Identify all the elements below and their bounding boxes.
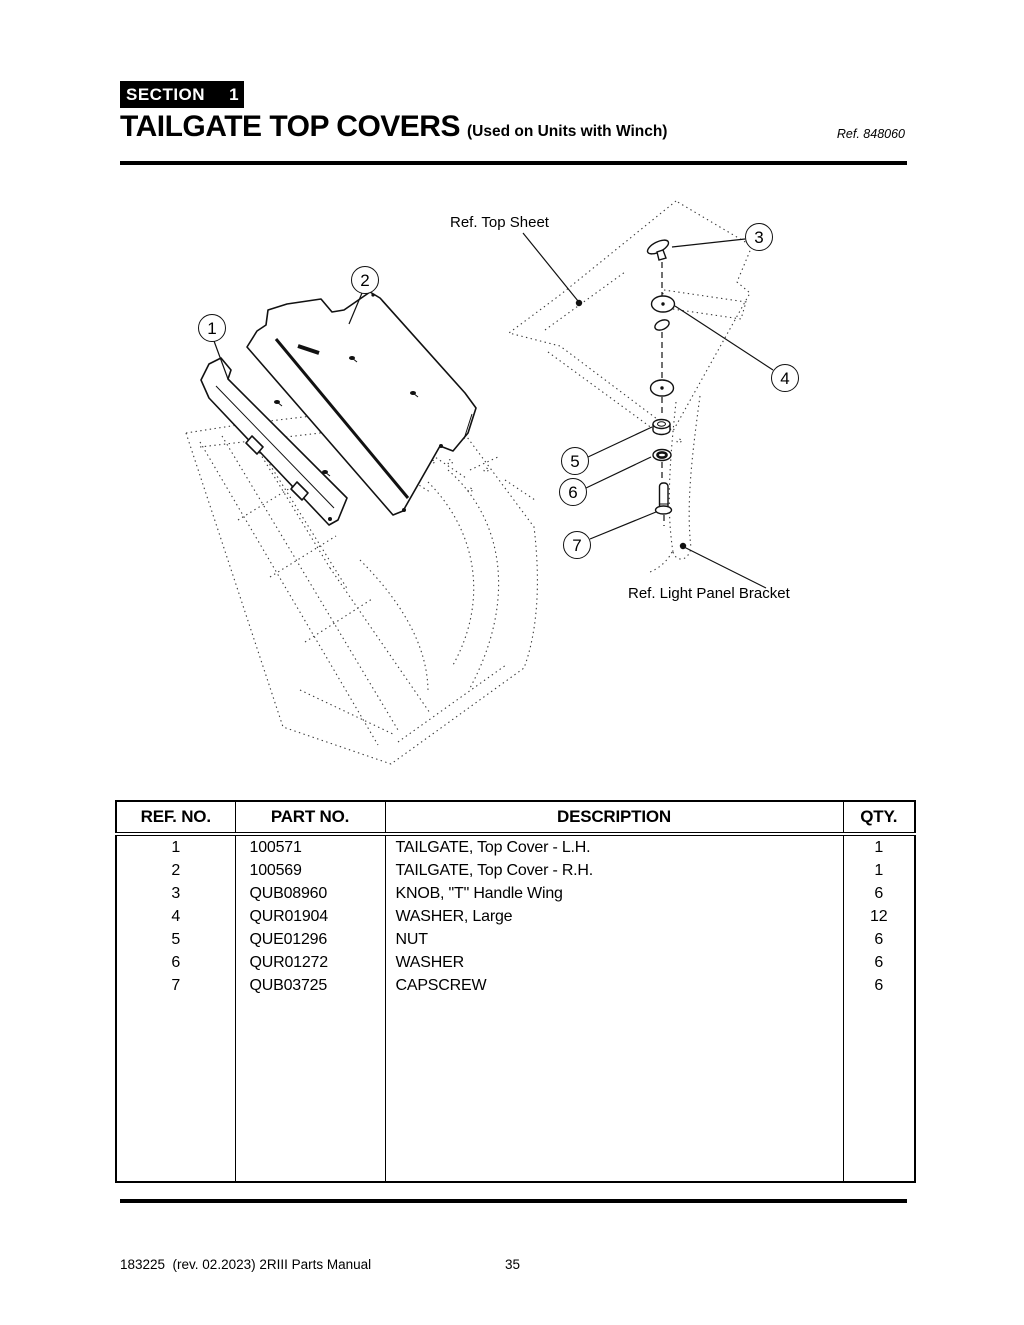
table-header-row: REF. NO. PART NO. DESCRIPTION QTY. (116, 801, 915, 836)
header-rule (120, 161, 907, 165)
top-sheet-outline (507, 200, 753, 435)
cell-description: TAILGATE, Top Cover - R.H. (385, 859, 844, 882)
tailgate-cover-lh-drawing (200, 357, 348, 526)
machine-body-outline (185, 408, 538, 765)
washer-drawing (652, 448, 672, 462)
cell-qty: 12 (870, 908, 888, 925)
cell-description: KNOB, "T" Handle Wing (385, 882, 844, 905)
light-panel-bracket-label: Ref. Light Panel Bracket (628, 585, 790, 602)
table-row: 4 QUR01904 WASHER, Large 12 (116, 905, 915, 928)
cell-part-no: QUR01904 (235, 905, 386, 928)
tailgate-cover-rh-drawing (246, 291, 477, 516)
cell-qty: 1 (874, 839, 884, 856)
column-header-qty: QTY. (843, 801, 915, 836)
cell-qty: 1 (874, 862, 884, 879)
footer-page-number: 35 (505, 1257, 521, 1272)
large-washer-lower-drawing (649, 379, 675, 397)
clip-drawing (654, 319, 670, 331)
callout-7: 7 (563, 531, 591, 559)
cell-part-no: QUR01272 (235, 951, 386, 974)
cell-ref-no: 3 (116, 882, 236, 905)
cell-qty: 6 (874, 954, 884, 971)
cell-part-no: QUB03725 (235, 974, 386, 997)
cell-qty: 6 (874, 977, 884, 994)
large-washer-upper-drawing (650, 295, 676, 313)
light-panel-bracket-outline (649, 395, 701, 573)
cell-part-no: QUE01296 (235, 928, 386, 951)
footer-rule (120, 1199, 907, 1203)
table-row: 6 QUR01272 WASHER 6 (116, 951, 915, 974)
cell-description: NUT (385, 928, 844, 951)
callout-4: 4 (771, 364, 799, 392)
cell-description: WASHER, Large (385, 905, 844, 928)
cell-ref-no: 7 (116, 974, 236, 997)
cell-ref-no: 2 (116, 859, 236, 882)
title-row: TAILGATE TOP COVERS (Used on Units with … (120, 110, 667, 144)
section-number: 1 (229, 84, 240, 104)
cell-qty: 6 (874, 931, 884, 948)
cell-part-no: 100571 (235, 834, 386, 859)
table-row: 3 QUB08960 KNOB, "T" Handle Wing 6 (116, 882, 915, 905)
page-subtitle: (Used on Units with Winch) (466, 123, 668, 140)
knob-drawing (646, 239, 670, 261)
column-header-part-no: PART NO. (235, 801, 386, 836)
stud-marks (274, 356, 419, 477)
parts-table: REF. NO. PART NO. DESCRIPTION QTY. 1 100… (115, 800, 916, 1183)
column-header-ref-no: REF. NO. (116, 801, 236, 836)
footer-document-info: 183225 (rev. 02.2023) 2RIII Parts Manual (120, 1257, 372, 1272)
hardware-stack (646, 239, 676, 526)
callout-6: 6 (559, 478, 587, 506)
callout-3: 3 (745, 223, 773, 251)
capscrew-drawing (654, 482, 673, 515)
page-title: TAILGATE TOP COVERS (120, 110, 460, 143)
cell-description: TAILGATE, Top Cover - L.H. (385, 834, 844, 859)
nut-drawing (652, 418, 671, 436)
callout-1: 1 (198, 314, 226, 342)
callout-5: 5 (561, 447, 589, 475)
cell-ref-no: 4 (116, 905, 236, 928)
top-sheet-label: Ref. Top Sheet (450, 214, 549, 231)
cell-ref-no: 6 (116, 951, 236, 974)
cell-ref-no: 1 (116, 834, 236, 859)
cell-part-no: QUB08960 (235, 882, 386, 905)
parts-table-body: 1 100571 TAILGATE, Top Cover - L.H. 1 2 … (116, 834, 915, 1182)
table-row: 1 100571 TAILGATE, Top Cover - L.H. 1 (116, 834, 915, 859)
cell-part-no: 100569 (235, 859, 386, 882)
cell-ref-no: 5 (116, 928, 236, 951)
cell-qty: 6 (874, 885, 884, 902)
table-row: 7 QUB03725 CAPSCREW 6 (116, 974, 915, 997)
table-row: 2 100569 TAILGATE, Top Cover - R.H. 1 (116, 859, 915, 882)
section-label: SECTION (126, 84, 206, 104)
table-row: 5 QUE01296 NUT 6 (116, 928, 915, 951)
cell-description: WASHER (385, 951, 844, 974)
section-badge: SECTION 1 (120, 81, 244, 108)
reference-code: Ref. 848060 (836, 127, 905, 141)
column-header-description: DESCRIPTION (385, 801, 844, 836)
cell-description: CAPSCREW (385, 974, 844, 997)
leader-lines (213, 232, 774, 589)
table-filler-row (116, 997, 915, 1182)
callout-2: 2 (351, 266, 379, 294)
